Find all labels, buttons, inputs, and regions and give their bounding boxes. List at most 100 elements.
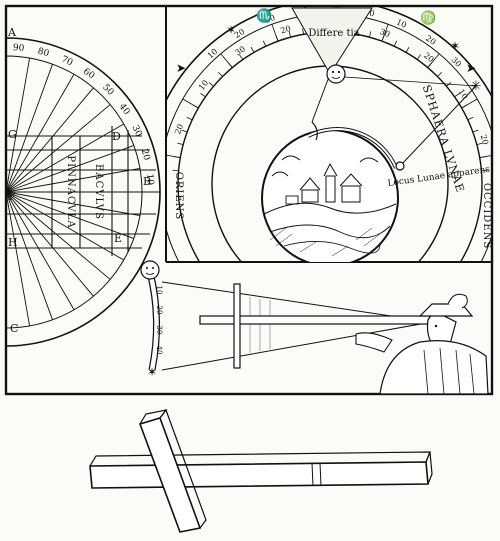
zodiac-major-tick	[381, 24, 389, 42]
zodiac-tick	[472, 129, 479, 133]
zodiac-scale-number: 30	[364, 7, 376, 18]
zodiac-tick	[288, 31, 292, 38]
sight-cone-hatching	[239, 296, 271, 354]
zodiac-scale-number: 20	[173, 123, 185, 136]
quadrant-grid	[6, 126, 160, 256]
moon-face-icon	[326, 64, 346, 84]
sight-line-true	[311, 73, 331, 123]
zodiac-tick	[200, 93, 206, 98]
zodiac-scale-number: 10	[395, 17, 408, 29]
quadrant-radial-line	[6, 64, 53, 193]
zodiac-tick	[250, 46, 255, 53]
zodiac-tick	[476, 142, 483, 146]
moon-face-icon	[140, 260, 160, 280]
star-icon: ✶	[147, 365, 157, 379]
arrow-icon: ➤	[176, 61, 186, 75]
star-icon: ✶	[226, 23, 236, 37]
zodiac-virgo-icon: ♍	[420, 10, 436, 26]
zodiac-tick	[239, 54, 244, 60]
quadrant-scale-number: 60	[81, 67, 96, 82]
staff-transom	[233, 283, 241, 369]
zodiac-tick	[172, 169, 179, 172]
star-icon: ✶	[450, 39, 460, 53]
zodiac-scale-number: 10	[197, 78, 210, 92]
zodiac-scale-number: 30	[234, 44, 247, 57]
zodiac-tick	[405, 46, 410, 53]
zodiac-tick	[437, 71, 443, 77]
moon-scale-number: 20	[155, 306, 163, 315]
quadrant-radial-line	[6, 191, 53, 320]
quadrant-radial-line	[6, 123, 125, 193]
zodiac-major-tick	[427, 53, 440, 68]
zodiac-ticks	[166, 14, 492, 172]
zodiac-scale-number: 20	[422, 51, 436, 64]
quadrant-letter-g: G	[8, 128, 17, 141]
zodiac-tick	[393, 40, 398, 47]
zodiac-major-tick	[479, 155, 492, 158]
zodiac-scorpio-icon: ♏	[256, 8, 272, 24]
zodiac-scale-number: 20	[479, 134, 490, 146]
zodiac-scale-number: 10	[206, 47, 220, 61]
quadrant-radial-line	[6, 73, 75, 193]
quadrant-scale-number: 10	[144, 173, 155, 186]
zodiac-major-tick	[461, 98, 478, 109]
zodiac-scale-number: 20	[280, 24, 292, 35]
quadrant-scale-number: 20	[139, 148, 152, 162]
quadrant-letter-c: C	[10, 322, 18, 335]
pinnacula-label: PINNACVLA	[65, 155, 76, 228]
quadrant-scale-number: 70	[60, 55, 75, 69]
zodiac-tick	[368, 31, 372, 38]
quadrant-scale-number: 30	[130, 124, 144, 139]
oriens-label: ORIENS	[173, 172, 184, 221]
zodiac-tick	[217, 71, 223, 77]
quadrant-radial-line	[6, 191, 75, 311]
zodiac-scale-number: 20	[424, 34, 438, 47]
occidens-label: OCCIDENS	[481, 183, 492, 249]
baculus-label: BACVLVS	[93, 164, 104, 220]
zodiac-major-tick	[220, 53, 233, 68]
zodiac-tick	[208, 82, 214, 87]
quadrant-radial-line	[6, 191, 141, 217]
zodiac-major-tick	[182, 98, 199, 109]
celestial-panel: 102030102030102030 201030201030201020 Di…	[166, 6, 492, 262]
quadrant-scale-number: 90	[12, 43, 25, 54]
zodiac-scale-outer: 102030102030102030	[206, 6, 463, 69]
quadrant-radial-line	[6, 191, 125, 261]
quadrant-letter-e: E	[114, 232, 122, 245]
quadrant-scale-number: 80	[36, 47, 50, 60]
quadrant-radial-line	[6, 87, 94, 193]
zodiac-scale-number: 30	[264, 13, 277, 25]
sight-line-apparent	[399, 85, 477, 167]
cross-staff-drawing	[89, 408, 433, 533]
zodiac-major-tick	[271, 24, 279, 42]
zodiac-tick	[181, 129, 188, 133]
astronomer-figure	[355, 293, 489, 395]
moon-scale-number: 10	[155, 286, 163, 295]
quadrant-letter-f: F	[8, 190, 16, 203]
quadrant-radial-line	[6, 191, 111, 280]
quadrant-letter-d: D	[112, 130, 121, 143]
quadrant-radial-line	[6, 167, 141, 193]
quadrant-radial-line	[6, 191, 94, 297]
zodiac-tick	[262, 40, 267, 47]
moon-scale-number: 40	[155, 346, 163, 355]
zodiac-scale-number: 20	[233, 27, 246, 40]
zodiac-tick	[302, 28, 304, 35]
star-icon: ✳	[471, 79, 482, 94]
quadrant-letter-b: B	[143, 175, 151, 188]
zodiac-scale-number: 30	[379, 27, 392, 39]
quadrant-letter-a: A	[7, 26, 17, 39]
sight-line-geocentric	[329, 75, 477, 87]
outer-frame	[4, 4, 494, 396]
zodiac-major-tick	[166, 154, 181, 158]
arrow-icon: ➤	[466, 61, 476, 75]
quadrant-radial-line	[6, 104, 111, 193]
zodiac-tick	[467, 116, 474, 121]
zodiac-tick	[481, 169, 488, 172]
zodiac-tick	[186, 116, 193, 121]
parallax-wedge	[291, 7, 373, 75]
